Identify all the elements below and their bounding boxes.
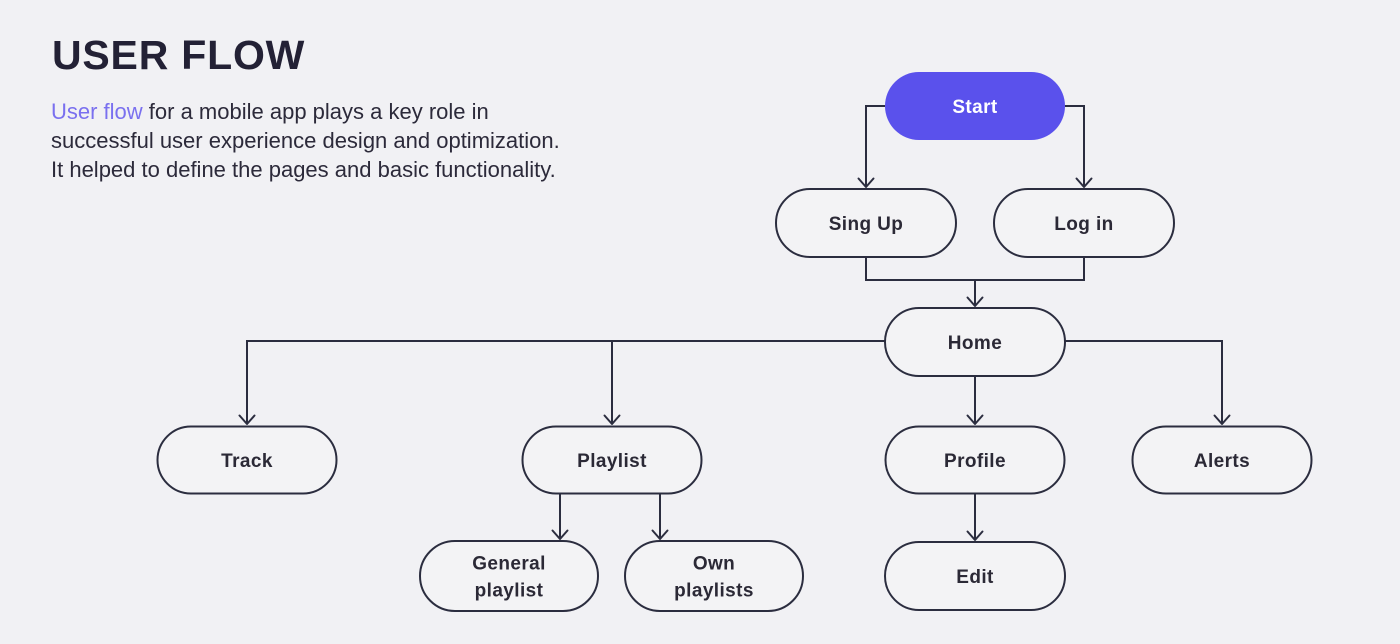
flow-edge-home-to-alerts <box>1065 340 1223 424</box>
flow-arrowhead-merge-to-home <box>966 296 984 307</box>
flow-edge-start-to-sing-up <box>865 105 885 187</box>
flow-node-profile: Profile <box>884 425 1066 495</box>
flow-node-edit: Edit <box>884 541 1066 611</box>
description-line-3: It helped to define the pages and basic … <box>51 157 556 182</box>
flow-node-label: Sing Up <box>829 214 904 235</box>
flow-node-label: Track <box>221 451 273 472</box>
flow-node-label: Alerts <box>1194 451 1250 472</box>
flow-node-label: Home <box>948 333 1002 354</box>
flow-arrowhead-profile-to-edit <box>966 530 984 541</box>
flow-node-pill <box>885 72 1065 140</box>
flow-arrowhead-playlist-to-general <box>551 529 569 540</box>
flow-node-pill <box>624 540 804 612</box>
flow-node-pill <box>884 307 1066 377</box>
flow-arrowhead-playlist-to-own <box>651 529 669 540</box>
flow-node-pill <box>419 540 599 612</box>
flow-node-label: Edit <box>956 567 994 588</box>
description-line-2: successful user experience design and op… <box>51 128 560 153</box>
flow-node-label: Playlist <box>577 451 647 472</box>
flow-node-track: Track <box>156 425 338 495</box>
flow-node-label: Log in <box>1054 214 1113 235</box>
flow-node-label: Start <box>952 97 998 118</box>
description-line-1: User flow for a mobile app plays a key r… <box>51 97 560 126</box>
flow-node-home: Home <box>884 307 1066 377</box>
page-description: User flow for a mobile app plays a key r… <box>51 97 560 184</box>
flow-node-playlist: Playlist <box>521 425 703 495</box>
flow-node-label: Profile <box>944 451 1006 472</box>
flow-node-pill <box>156 425 338 495</box>
flow-arrowhead-start-to-sing-up <box>857 177 875 188</box>
flow-node-sing-up: Sing Up <box>775 188 957 258</box>
flow-arrowhead-home-to-playlist <box>603 414 621 425</box>
flow-node-alerts: Alerts <box>1131 425 1313 495</box>
flow-arrowhead-home-to-profile <box>966 414 984 425</box>
flow-arrowhead-home-to-track <box>238 414 256 425</box>
flow-edge-home-to-track <box>246 340 885 424</box>
flow-node-pill <box>884 541 1066 611</box>
flow-node-pill <box>993 188 1175 258</box>
flow-edge-signup-login-merge <box>865 257 1085 281</box>
description-line-1-rest: for a mobile app plays a key role in <box>142 99 489 124</box>
flow-node-pill <box>884 425 1066 495</box>
flow-arrowhead-home-to-alerts <box>1213 414 1231 425</box>
flow-node-pill <box>1131 425 1313 495</box>
flow-edge-start-to-log-in <box>1065 105 1085 187</box>
flow-node-log-in: Log in <box>993 188 1175 258</box>
flow-arrowhead-start-to-log-in <box>1075 177 1093 188</box>
flow-node-pill <box>521 425 703 495</box>
flow-node-start: Start <box>885 72 1065 140</box>
user-flow-highlight: User flow <box>51 99 143 124</box>
flow-node-pill <box>775 188 957 258</box>
page-title: USER FLOW <box>52 32 306 78</box>
